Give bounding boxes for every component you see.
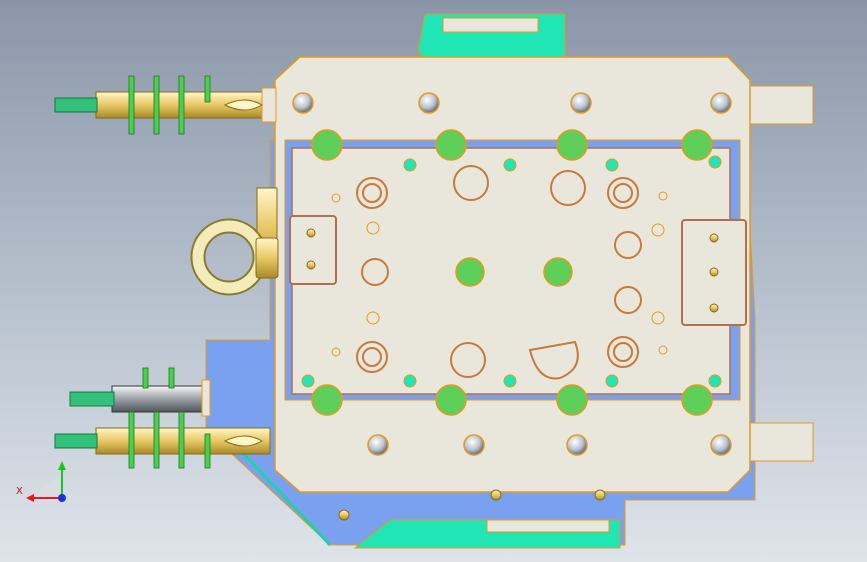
coordinate-triad: X <box>14 456 74 508</box>
left-slide-block[interactable] <box>289 215 337 285</box>
x-axis-label: X <box>16 486 23 497</box>
plate-screws[interactable] <box>292 92 732 521</box>
hot-runner-pipe[interactable] <box>69 379 211 417</box>
right-side-block-bottom <box>749 422 814 462</box>
cooling-manifold-bottom[interactable] <box>54 427 271 455</box>
slide-screws <box>306 228 719 313</box>
cooling-manifold-top[interactable] <box>54 87 277 123</box>
top-teal-block <box>417 13 566 61</box>
bottom-teal-block <box>353 519 621 549</box>
manifold-pins <box>128 75 211 469</box>
teal-pins <box>301 155 722 388</box>
small-holes <box>331 191 668 357</box>
guide-pillars[interactable] <box>311 129 713 416</box>
ejector-rings[interactable] <box>356 165 642 380</box>
axis-triad-icon <box>26 461 66 502</box>
eyebolt-ring[interactable] <box>190 187 279 296</box>
right-side-block-top <box>749 85 814 125</box>
